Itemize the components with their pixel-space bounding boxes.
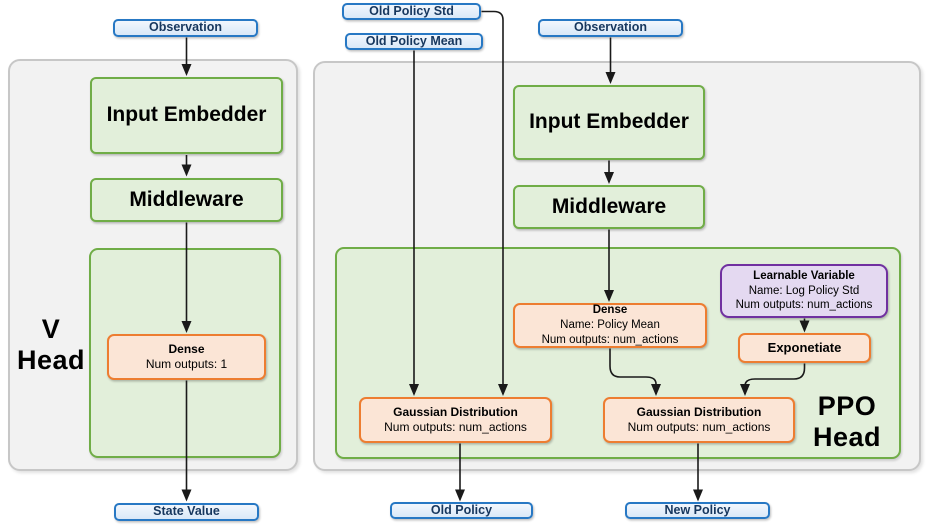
node-gaussian-distribution-old: Gaussian Distribution Num outputs: num_a… [359,397,552,443]
node-label: Middleware [129,187,244,211]
node-outputs: Num outputs: num_actions [735,299,873,312]
node-exponetiate: Exponetiate [738,333,871,363]
node-detail: Num outputs: 1 [145,357,228,371]
node-middleware-left: Middleware [90,178,283,222]
node-observation-right: Observation [538,19,683,37]
node-input-embedder-right: Input Embedder [513,85,705,160]
node-observation-left: Observation [113,19,258,37]
node-label: New Policy [664,502,731,517]
node-title: Exponetiate [767,339,842,355]
node-label: State Value [153,504,220,519]
ppo-head-label-line1: PPO [817,391,877,421]
ppo-head-label-line2: Head [812,422,882,453]
node-learnable-variable: Learnable Variable Name: Log Policy Std … [720,264,888,318]
node-label: Observation [149,20,222,35]
node-outputs: Num outputs: num_actions [541,333,679,346]
node-detail: Num outputs: num_actions [384,420,527,434]
node-label: Old Policy Std [369,3,454,18]
node-state-value: State Value [114,503,259,521]
node-old-policy-output: Old Policy [390,502,533,519]
v-head-label-line1: V [41,314,61,344]
node-label: Old Policy [430,502,493,517]
node-title: Gaussian Distribution [636,405,762,419]
node-old-policy-std: Old Policy Std [342,3,481,20]
node-name: Name: Policy Mean [560,319,660,332]
node-gaussian-distribution-new: Gaussian Distribution Num outputs: num_a… [603,397,795,443]
ppo-head-label: PPO Head [797,391,897,454]
node-old-policy-mean: Old Policy Mean [345,33,483,50]
node-title: Dense [168,342,205,356]
node-label: Old Policy Mean [365,33,463,48]
node-label: Middleware [551,194,667,218]
v-head-label-line2: Head [16,345,86,376]
node-label: Input Embedder [529,110,689,134]
node-title: Gaussian Distribution [393,405,518,419]
node-label: Observation [574,20,647,35]
v-head-label: V Head [12,314,90,377]
node-title: Learnable Variable [753,270,855,283]
node-dense-v: Dense Num outputs: 1 [107,334,266,380]
node-label: Input Embedder [106,103,267,127]
node-middleware-right: Middleware [513,185,705,229]
node-detail: Num outputs: num_actions [627,420,771,434]
node-name: Name: Log Policy Std [748,284,860,297]
node-input-embedder-left: Input Embedder [90,77,283,154]
node-new-policy-output: New Policy [625,502,770,519]
node-title: Dense [592,304,628,317]
node-dense-policy-mean: Dense Name: Policy Mean Num outputs: num… [513,303,707,348]
